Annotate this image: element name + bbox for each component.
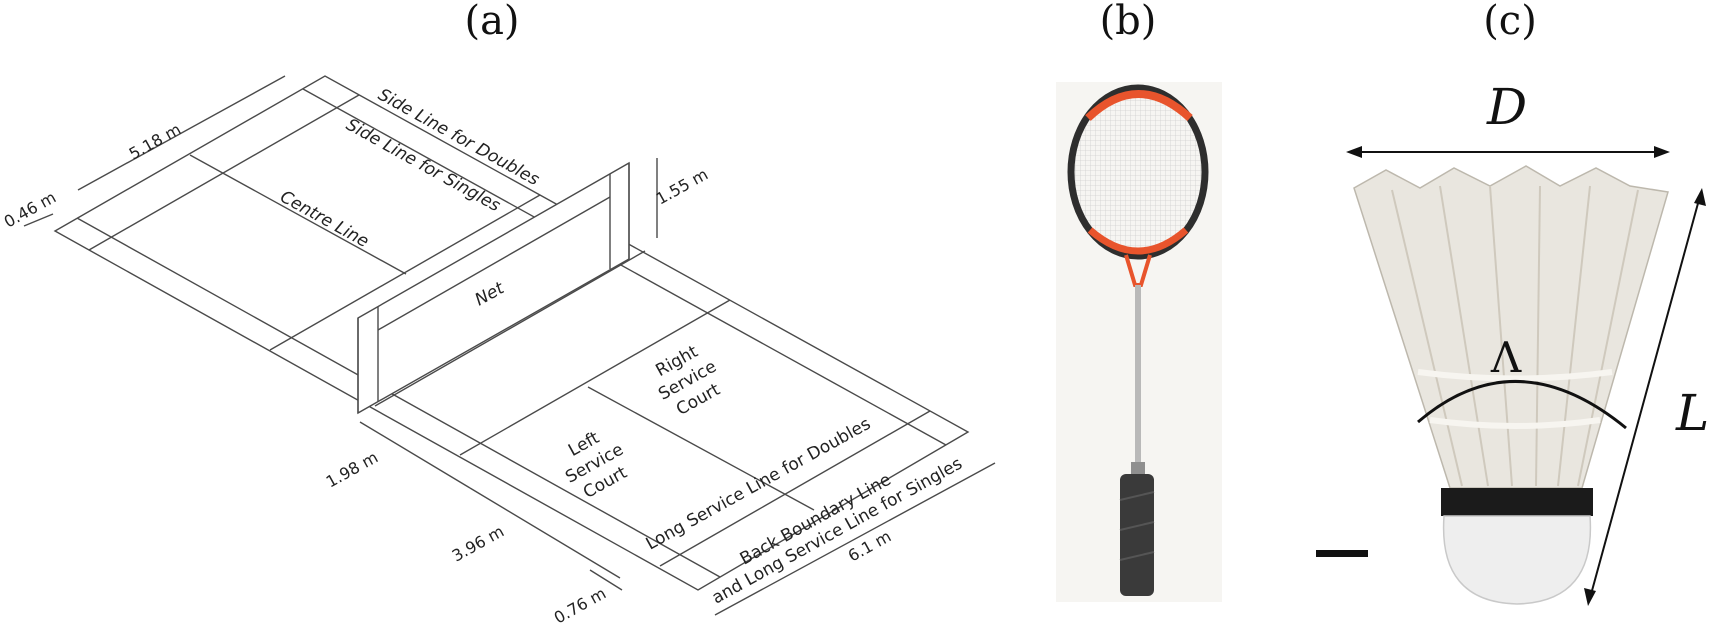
racket-frame-dark [1067,84,1209,260]
panel-label-b: (b) [1100,0,1157,44]
shuttlecock-cork [1442,515,1592,605]
thread-ring-2 [1429,417,1601,429]
dim-label-076: 0.76 m [551,584,609,627]
centre-line-left [189,154,407,275]
racket-grip [1120,474,1154,596]
dim-arrow-L [1589,195,1701,599]
shuttlecock-band [1441,488,1593,516]
dim-line-198 [359,421,471,489]
racket-frame-orange-bottom [1087,227,1189,255]
dim-arrow-L-head-bottom [1584,588,1596,606]
racket-shaft-cap [1131,462,1145,476]
short-service-line-right [459,299,731,456]
feather-shaft-6 [1577,189,1639,487]
dim-label-198: 1.98 m [323,448,381,492]
panel-label-a: (a) [464,0,519,44]
singles-side-line-near [76,217,721,578]
shuttlecock-skirt [1353,165,1669,489]
label-right-service-court: Right Service Court [652,342,723,420]
net-line [374,250,646,407]
racket-frame-orange [1085,90,1193,121]
lambda-arc [1417,380,1627,430]
label-back-boundary-line2: and Long Service Line for Singles [709,454,966,609]
racket-string-bed [1074,91,1202,253]
feather-shaft-1 [1391,189,1463,487]
dim-label-155: 1.55 m [653,165,711,209]
thread-ring-1 [1417,369,1613,382]
label-left-service-court: Left Service Court [562,428,631,503]
panel-label-c: (c) [1483,0,1537,44]
centre-line-right [587,386,815,511]
dim-line-61 [714,462,996,616]
symbol-L: L [1675,384,1709,442]
racket-grip-wrap-2 [1119,521,1155,531]
dim-label-046: 0.46 m [1,188,59,232]
feather-shaft-3 [1489,185,1513,487]
dim-arrow-D-head-right [1654,146,1670,158]
dim-label-396: 3.96 m [449,522,507,566]
feather-shaft-4 [1535,185,1541,487]
dim-label-518: 5.18 m [126,120,184,164]
racket-shaft [1135,285,1141,467]
racket-grip-wrap-3 [1119,551,1155,561]
scale-bar [1316,550,1368,557]
court-outer-boundary [53,75,970,591]
label-centre-line: Centre Line [277,187,372,252]
symbol-Lambda: Λ [1490,333,1522,382]
feather-shaft-2 [1439,185,1489,487]
court-diagram: Side Line for Doubles Side Line for Sing… [1,75,996,627]
symbol-D: D [1486,78,1527,136]
doubles-long-service-line-right [659,410,931,567]
dim-arrow-D-head-left [1346,146,1362,158]
racket-grip-wrap-1 [1119,491,1155,501]
shuttlecock-photo: D Λ L [1316,78,1709,606]
dim-line-046 [23,213,54,227]
doubles-long-service-line-left [88,94,360,251]
feather-shaft-5 [1557,185,1591,487]
net-band [377,196,611,331]
short-service-line-left [269,194,541,351]
singles-side-line-far [302,88,947,446]
dim-line-076 [589,569,623,591]
racket-photo [1056,82,1222,602]
dim-arrow-L-head-top [1694,188,1706,206]
dim-line-396 [469,487,621,579]
dim-line-518 [77,75,286,191]
